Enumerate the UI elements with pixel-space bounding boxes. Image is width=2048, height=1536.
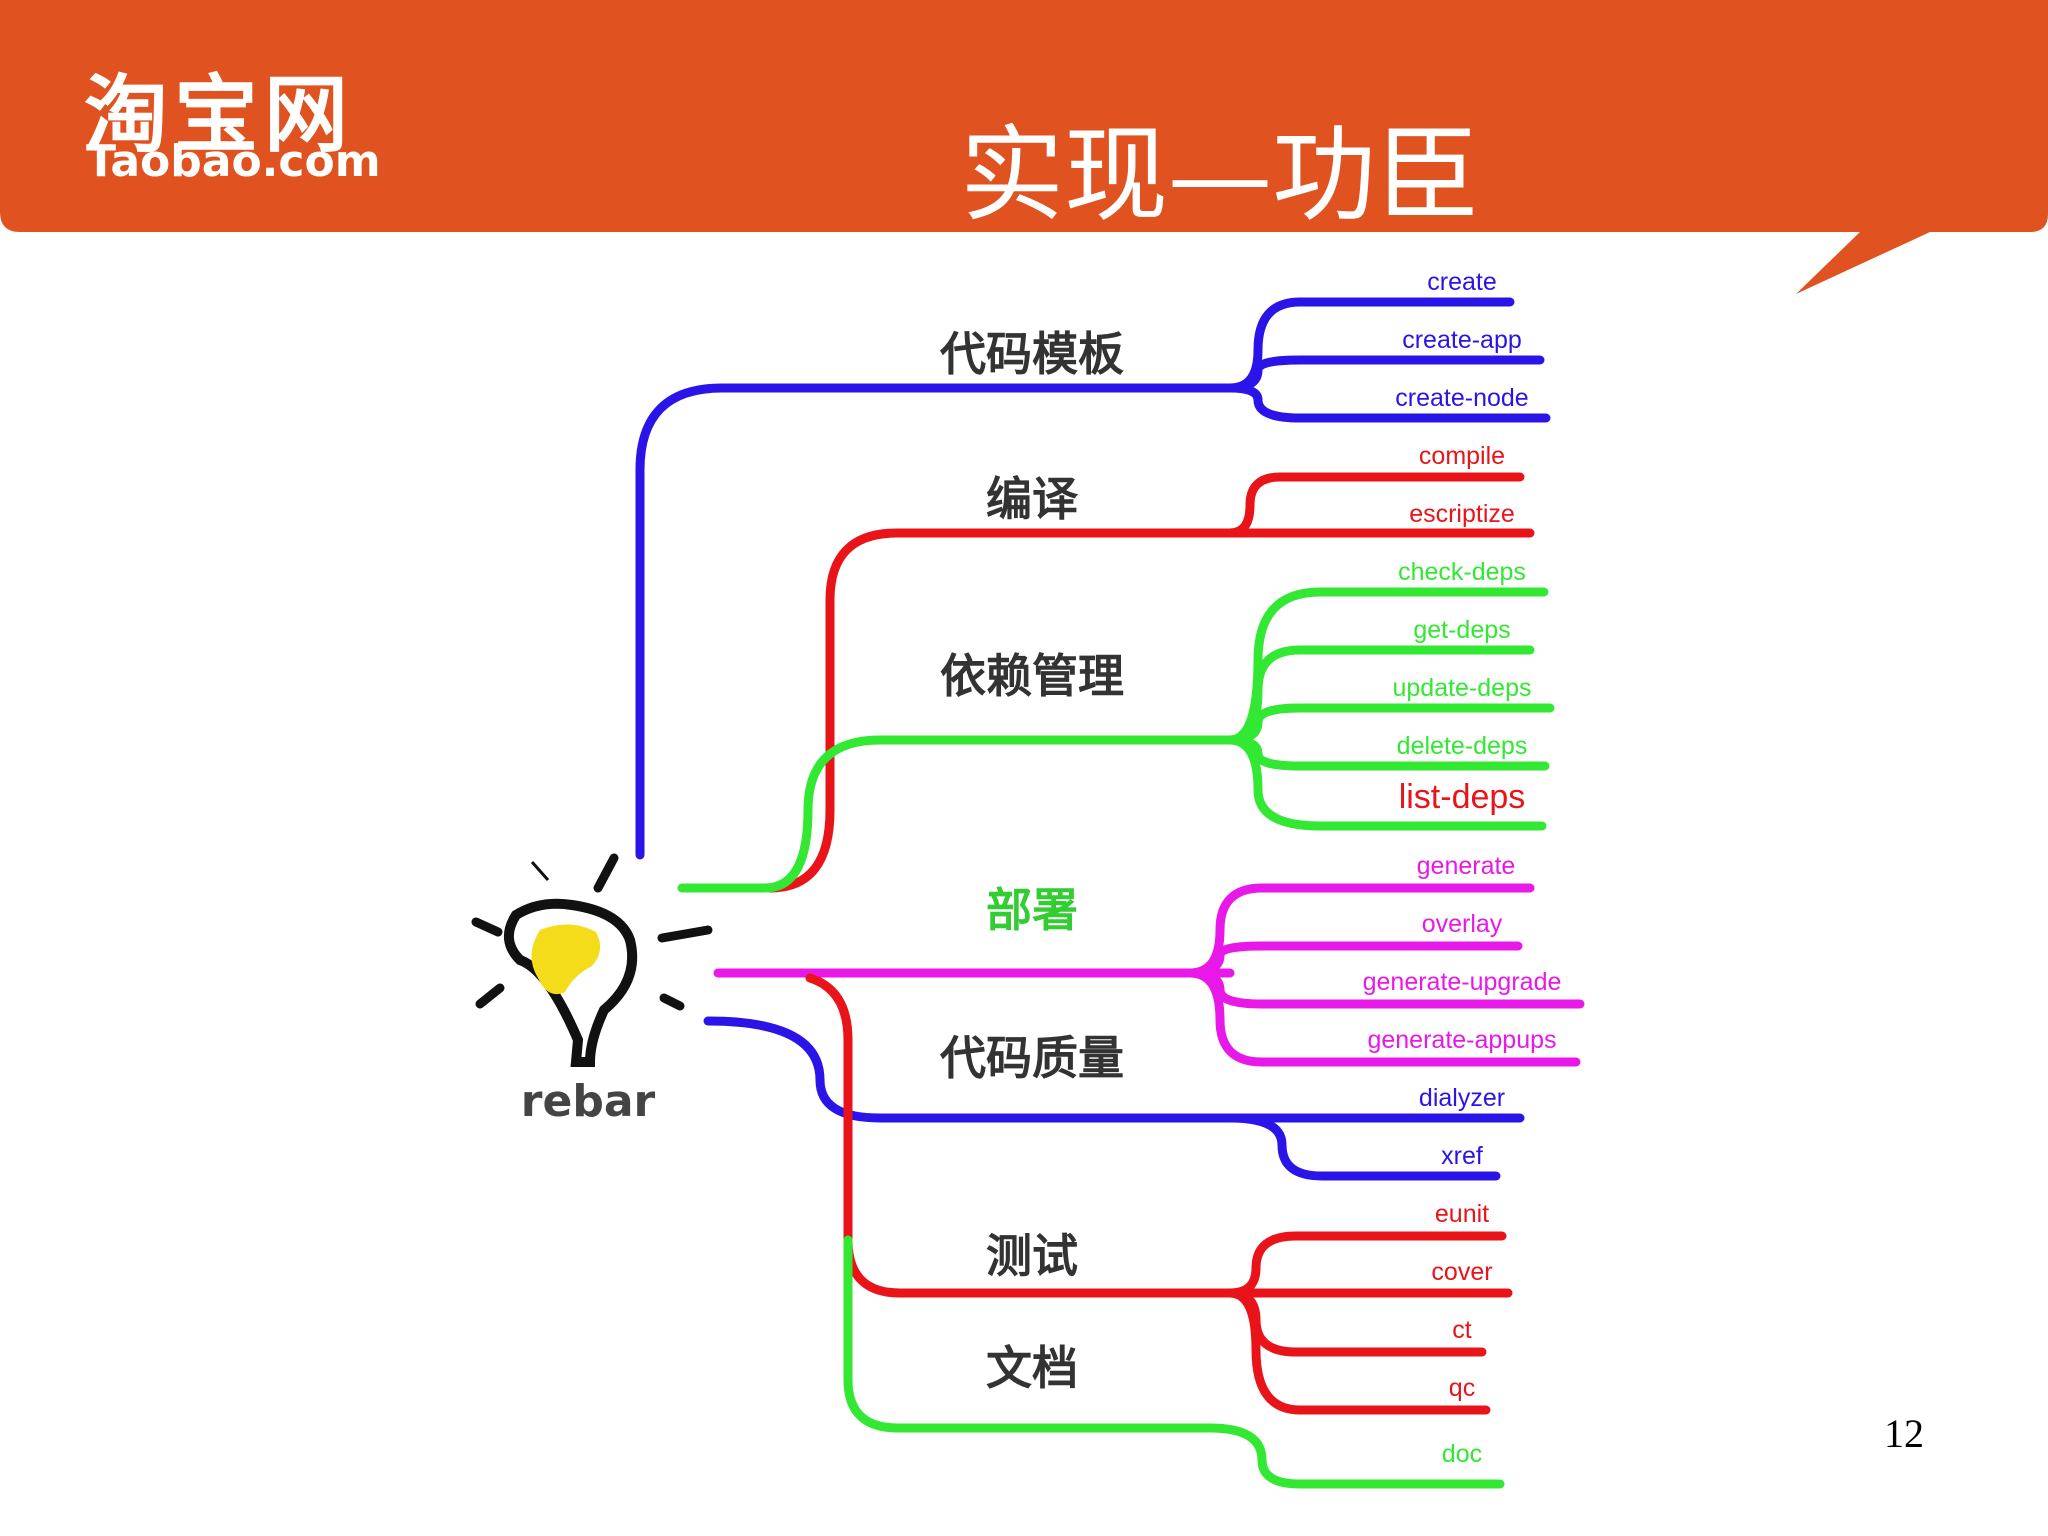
- leaf-label: eunit: [1435, 1200, 1489, 1228]
- page-number: 12: [1884, 1411, 1924, 1456]
- leaf-label: check-deps: [1398, 558, 1526, 586]
- header-banner: [0, 0, 2048, 294]
- connector-deps: [677, 735, 1235, 893]
- taobao-logo-english: Taobao.com: [86, 136, 381, 187]
- branch-label-test: 测试: [986, 1229, 1078, 1283]
- leaf-label: xref: [1441, 1142, 1483, 1170]
- leaf-label: create-app: [1402, 326, 1522, 354]
- root-label: rebar: [521, 1076, 656, 1127]
- leaf-label: compile: [1419, 442, 1505, 470]
- slide-title: 实现—功臣: [960, 114, 1481, 236]
- leaf-label: create-node: [1395, 384, 1528, 412]
- leaf-label: cover: [1431, 1258, 1492, 1286]
- leaf-label: overlay: [1422, 910, 1503, 938]
- leaf-label: delete-deps: [1397, 732, 1528, 760]
- leaf-label: generate: [1417, 852, 1516, 880]
- connector-templates: [635, 383, 1235, 860]
- branch-label-quality: 代码质量: [939, 1031, 1124, 1085]
- leaf-label: get-deps: [1413, 616, 1510, 644]
- leaf-label: update-deps: [1392, 674, 1531, 702]
- branch-label-doc: 文档: [986, 1341, 1078, 1395]
- lightbulb-icon: [471, 853, 713, 1067]
- branch-label-deps: 依赖管理: [940, 649, 1124, 703]
- leaf-label: list-deps: [1399, 778, 1526, 816]
- connector-doc: [843, 1235, 1505, 1489]
- leaf-label: generate-appups: [1367, 1026, 1556, 1054]
- leaf-label: ct: [1452, 1316, 1472, 1344]
- branch-label-deploy: 部署: [986, 883, 1078, 937]
- leaf-label: escriptize: [1409, 500, 1515, 528]
- branch-label-compile: 编译: [986, 472, 1079, 526]
- taobao-logo-chinese: 淘宝网: [84, 66, 355, 164]
- connector-compile: [765, 528, 1235, 893]
- leaf-label: doc: [1442, 1440, 1482, 1468]
- leaf-label: create: [1427, 268, 1496, 296]
- leaf-label: dialyzer: [1419, 1084, 1505, 1112]
- leaf-label: qc: [1449, 1374, 1475, 1402]
- branch-label-templates: 代码模板: [939, 327, 1124, 381]
- leaf-label: generate-upgrade: [1363, 968, 1562, 996]
